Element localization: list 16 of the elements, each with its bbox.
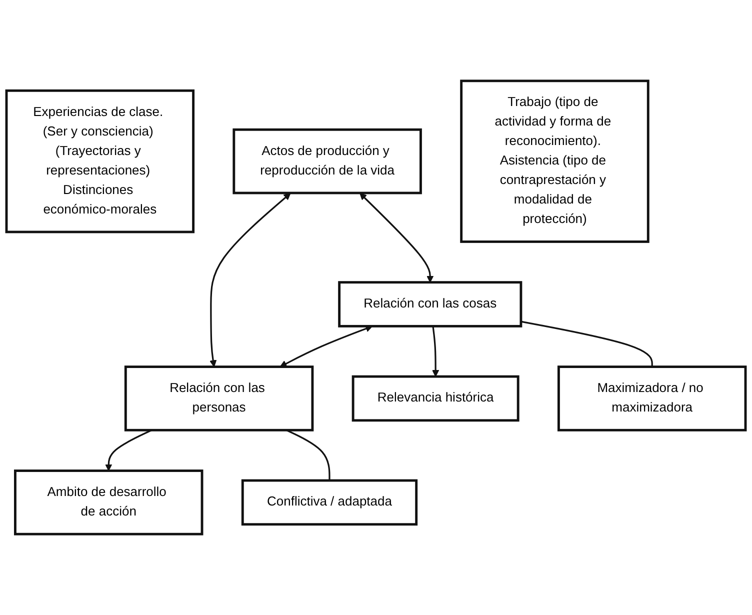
node-box: Actos de producción y reproducción de la vida	[232, 128, 422, 194]
node-box: Trabajo (tipo de actividad y forma de reconocimiento). Asistencia (tipo de contraprestación y modalidad de protección)	[460, 80, 650, 243]
node-box: Relación con las cosas	[338, 281, 522, 328]
node-box: Ambito de desarrollo de acción	[14, 470, 204, 536]
arrow	[210, 192, 291, 368]
node-box: Relevancia histórica	[352, 375, 520, 422]
arrow	[105, 429, 152, 472]
node-box: Experiencias de clase. (Ser y consciencia) (Trayectorias y representaciones) Distinciones económico-morales	[5, 89, 195, 234]
arrow	[280, 325, 373, 368]
arrow	[432, 326, 440, 377]
node-box: Maximizadora / no maximizadora	[557, 366, 747, 432]
node-box: Conflictiva / adaptada	[241, 479, 418, 526]
connector	[520, 320, 653, 367]
node-box: Relación con las personas	[124, 366, 314, 432]
arrow	[360, 192, 434, 283]
connector	[286, 429, 330, 480]
